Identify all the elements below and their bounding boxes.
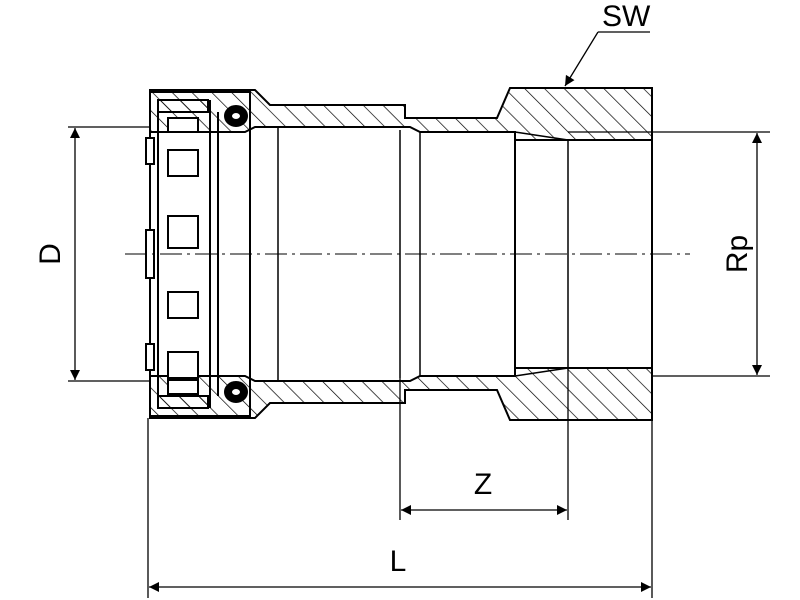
grip-tooth-3 — [167, 215, 199, 249]
grip-ring-bottom-band — [157, 395, 209, 409]
grip-tooth-1 — [167, 117, 199, 133]
dimension-z — [399, 368, 569, 520]
o-ring-top-inner — [230, 111, 242, 121]
grip-ring-top-band — [157, 99, 209, 113]
sw-leader-diagonal — [564, 31, 599, 87]
grip-ring-assembly — [145, 91, 251, 417]
slot-bottom — [145, 343, 155, 371]
label-z: Z — [474, 468, 492, 501]
thread-chamfer-bottom — [514, 367, 569, 377]
dimension-rp — [568, 131, 770, 377]
label-sw: SW — [602, 0, 651, 33]
o-ring-bottom-inner — [230, 387, 242, 397]
sw-leader — [564, 31, 650, 87]
label-l: L — [390, 545, 407, 578]
label-d: D — [34, 243, 67, 265]
dimension-l — [147, 418, 653, 598]
grip-tooth-2 — [167, 149, 199, 177]
grip-tooth-5 — [167, 351, 199, 379]
thread-chamfer-top — [514, 131, 569, 141]
slot-top — [145, 137, 155, 165]
grip-tooth-6 — [167, 379, 199, 395]
dimension-d — [68, 126, 150, 382]
fitting-body — [149, 87, 653, 421]
label-rp: Rp — [721, 235, 754, 273]
grip-tooth-4 — [167, 291, 199, 319]
